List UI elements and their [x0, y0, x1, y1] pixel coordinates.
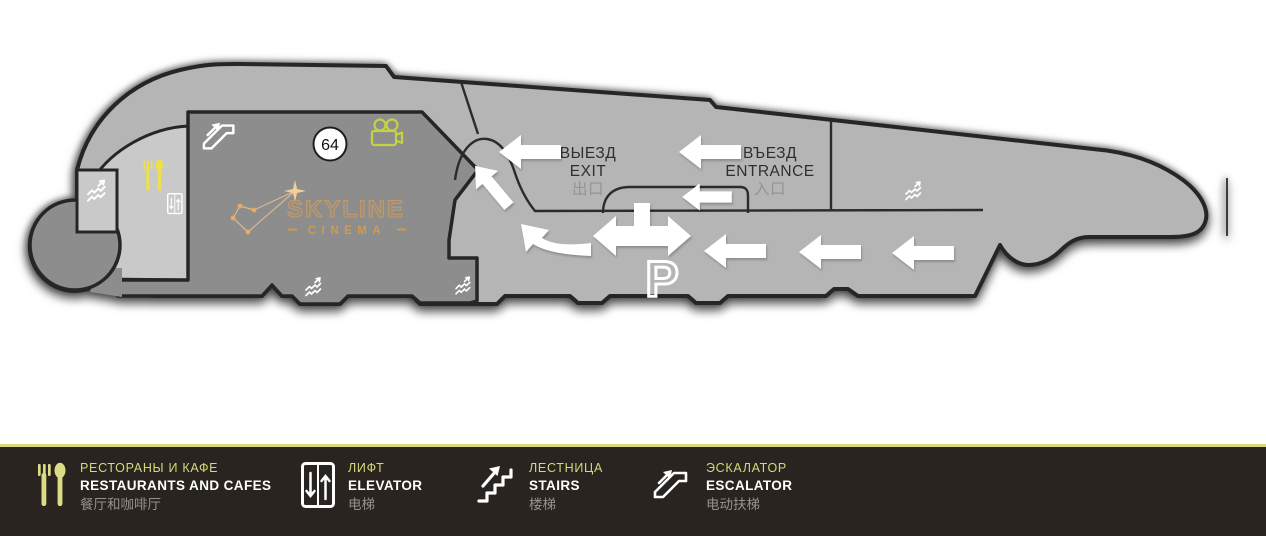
exit-label: ВЫЕЗД EXIT 出口	[560, 145, 616, 198]
legend-item-restaurants: РЕСТОРАНЫ И КАФЕ RESTAURANTS AND CAFES 餐…	[33, 460, 271, 514]
legend-label-zh: 餐厅和咖啡厅	[80, 497, 161, 512]
divider-line-left	[459, 81, 480, 135]
legend-label-ru: ЛИФТ	[348, 461, 385, 475]
legend-label-ru: РЕСТОРАНЫ И КАФЕ	[80, 461, 219, 475]
legend-bar: РЕСТОРАНЫ И КАФЕ RESTAURANTS AND CAFES 餐…	[0, 444, 1266, 536]
logo-star	[284, 180, 306, 202]
legend-item-elevator: ЛИФТ ELEVATOR 电梯	[301, 460, 422, 514]
logo-sub: CINEMA	[308, 225, 386, 237]
cinema-badge-number: 64	[321, 137, 339, 154]
exit-label-en: EXIT	[570, 163, 606, 180]
split-arrow	[593, 203, 691, 256]
entrance-label-en: ENTRANCE	[725, 163, 814, 180]
stairwell-room	[75, 168, 119, 234]
entrance-label-zh: 入口	[754, 181, 786, 198]
floor-plan: ВЫЕЗД EXIT 出口 ВЪЕЗД ENTRANCE 入口 P 64	[27, 62, 1228, 307]
parking-symbol: P	[645, 251, 678, 307]
legend-label-zh: 楼梯	[529, 497, 556, 512]
entrance-label-ru: ВЪЕЗД	[743, 145, 797, 162]
legend-label-ru: ЭСКАЛАТОР	[706, 461, 787, 475]
legend-item-stairs: ЛЕСТНИЦА STAIRS 楼梯	[476, 460, 603, 514]
logo-name: SKYLINE	[287, 196, 405, 223]
legend-label-en: STAIRS	[529, 478, 580, 493]
cinema-badge: 64	[312, 126, 348, 162]
skyline-logo: SKYLINE CINEMA	[230, 180, 406, 237]
elevator-icon	[301, 462, 335, 508]
legend-label-zh: 电梯	[348, 497, 375, 512]
exit-label-ru: ВЫЕЗД	[560, 145, 616, 162]
legend-label-en: ESCALATOR	[706, 478, 793, 493]
turn-arrow	[521, 224, 591, 256]
escalator-icon	[653, 470, 688, 499]
legend-item-escalator: ЭСКАЛАТОР ESCALATOR 电动扶梯	[653, 460, 792, 514]
entrance-label: ВЪЕЗД ENTRANCE 入口	[725, 145, 814, 198]
traffic-arrows	[463, 135, 954, 270]
legend-label-zh: 电动扶梯	[706, 497, 760, 512]
exit-label-zh: 出口	[572, 180, 604, 198]
constellation	[230, 180, 306, 235]
cinema-area	[116, 110, 480, 306]
stairs-icon	[477, 466, 513, 503]
entrance-lane-line	[601, 185, 750, 214]
legend-label-en: RESTAURANTS AND CAFES	[80, 478, 272, 493]
legend-label-en: ELEVATOR	[348, 478, 423, 493]
map-svg: ВЫЕЗД EXIT 出口 ВЪЕЗД ENTRANCE 入口 P 64	[27, 62, 1228, 307]
legend-label-ru: ЛЕСТНИЦА	[529, 461, 603, 475]
restaurant-icon	[38, 462, 66, 506]
movie-camera-icon	[370, 118, 404, 147]
